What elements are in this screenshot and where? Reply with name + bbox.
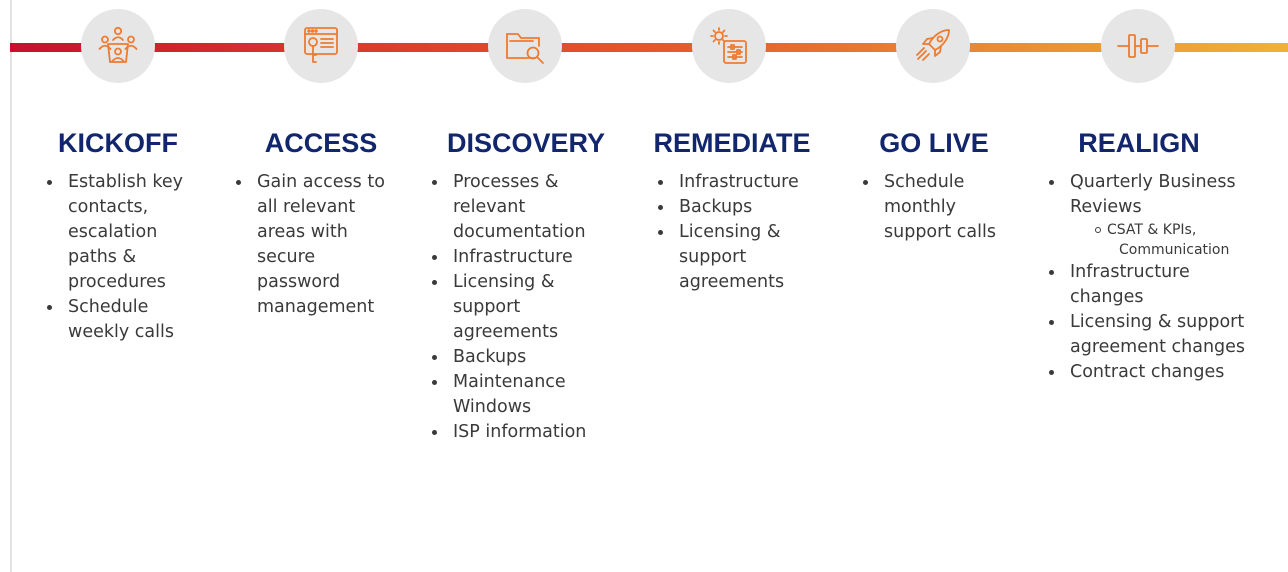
discovery-list: Processes & relevant documentation Infra… bbox=[424, 170, 624, 445]
remediate-list: Infrastructure Backups Licensing & suppo… bbox=[650, 170, 835, 295]
sub-list-item-line-2: Communication bbox=[1119, 242, 1230, 258]
list-item: ISP information bbox=[424, 420, 624, 445]
secure-login-key-icon bbox=[284, 9, 358, 83]
phase-title-go-live: GO LIVE bbox=[879, 128, 989, 158]
list-item: Schedule weekly calls bbox=[39, 295, 209, 345]
list-item: Contract changes bbox=[1041, 360, 1267, 385]
rocket-icon bbox=[896, 9, 970, 83]
list-item: Quarterly Business Reviews CSAT & KPIs, … bbox=[1041, 170, 1267, 260]
left-border-line bbox=[10, 0, 12, 572]
timeline-bar bbox=[10, 43, 1288, 52]
phase-title-realign: REALIGN bbox=[1078, 128, 1200, 158]
realign-list: Quarterly Business Reviews CSAT & KPIs, … bbox=[1041, 170, 1267, 385]
sub-list-item-line-1: CSAT & KPIs, bbox=[1107, 222, 1197, 238]
phase-title-discovery: DISCOVERY bbox=[446, 128, 606, 158]
list-item-text: Quarterly Business Reviews bbox=[1070, 172, 1236, 217]
phase-title-kickoff: KICKOFF bbox=[58, 128, 178, 158]
list-item: Gain access to all relevant areas with s… bbox=[228, 170, 403, 320]
list-item: Backups bbox=[650, 195, 835, 220]
phase-title-remediate: REMEDIATE bbox=[653, 128, 811, 158]
list-item: Infrastructure bbox=[424, 245, 624, 270]
list-item: Infrastructure bbox=[650, 170, 835, 195]
settings-gear-sliders-icon bbox=[692, 9, 766, 83]
list-item: Schedule monthly support calls bbox=[855, 170, 1025, 245]
folder-search-icon bbox=[488, 9, 562, 83]
list-item: Maintenance Windows bbox=[424, 370, 624, 420]
list-item: Licensing & support agreements bbox=[650, 220, 835, 295]
list-item: Establish key contacts, escalation paths… bbox=[39, 170, 209, 295]
phase-title-access: ACCESS bbox=[264, 128, 378, 158]
go-live-list: Schedule monthly support calls bbox=[855, 170, 1025, 245]
access-list: Gain access to all relevant areas with s… bbox=[228, 170, 403, 320]
list-item: Backups bbox=[424, 345, 624, 370]
kickoff-list: Establish key contacts, escalation paths… bbox=[39, 170, 209, 345]
list-item: Processes & relevant documentation bbox=[424, 170, 624, 245]
alignment-icon bbox=[1101, 9, 1175, 83]
meeting-people-icon bbox=[81, 9, 155, 83]
sub-list-item: CSAT & KPIs, Communication bbox=[1095, 220, 1267, 260]
sub-list: CSAT & KPIs, Communication bbox=[1070, 220, 1267, 260]
list-item: Infrastructure changes bbox=[1041, 260, 1267, 310]
list-item: Licensing & support agreement changes bbox=[1041, 310, 1267, 360]
list-item: Licensing & support agreements bbox=[424, 270, 624, 345]
